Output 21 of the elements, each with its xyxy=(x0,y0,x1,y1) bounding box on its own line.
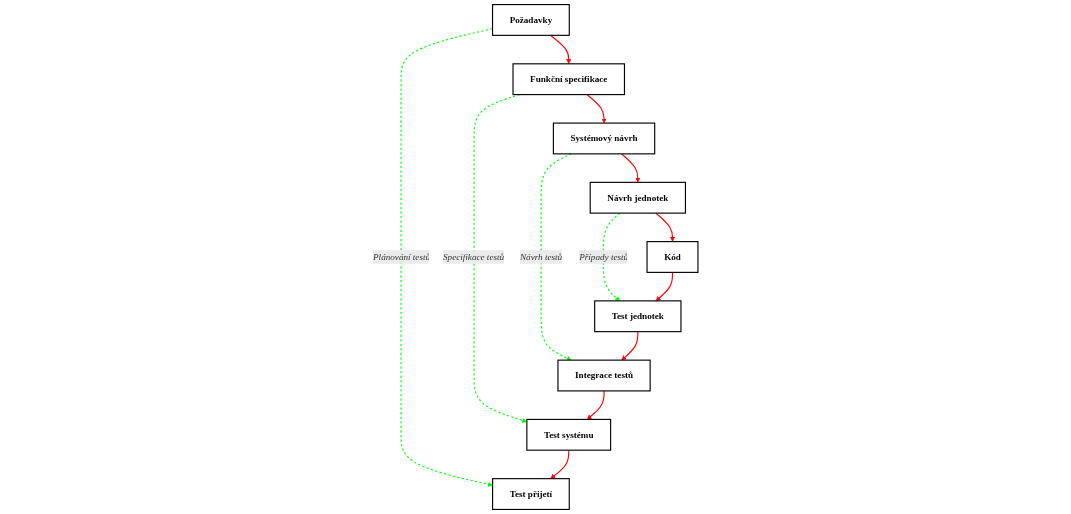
edge-label: Specifikace testů xyxy=(443,251,505,262)
node-box: Návrh jednotek xyxy=(589,181,686,214)
arrow xyxy=(655,212,675,242)
node-box: Systémový návrh xyxy=(552,122,656,155)
arrow xyxy=(550,34,572,65)
arrow xyxy=(621,331,639,361)
arrow xyxy=(602,212,621,302)
node-box: Test systému xyxy=(526,418,612,451)
arrow xyxy=(586,390,605,420)
arrow xyxy=(621,153,641,183)
node-box: Test jednotek xyxy=(594,300,682,333)
node-box: Kód xyxy=(646,241,699,273)
node-box: Integrace testů xyxy=(557,359,651,392)
node-box: Funkční specifikace xyxy=(512,63,626,96)
edge-label: Návrh testů xyxy=(520,251,563,262)
node-box: Požadavky xyxy=(491,4,570,36)
arrow xyxy=(550,449,570,479)
node-box: Test přijetí xyxy=(492,478,570,510)
arrow xyxy=(655,271,674,302)
arrow xyxy=(586,94,607,124)
arrow xyxy=(540,153,572,361)
